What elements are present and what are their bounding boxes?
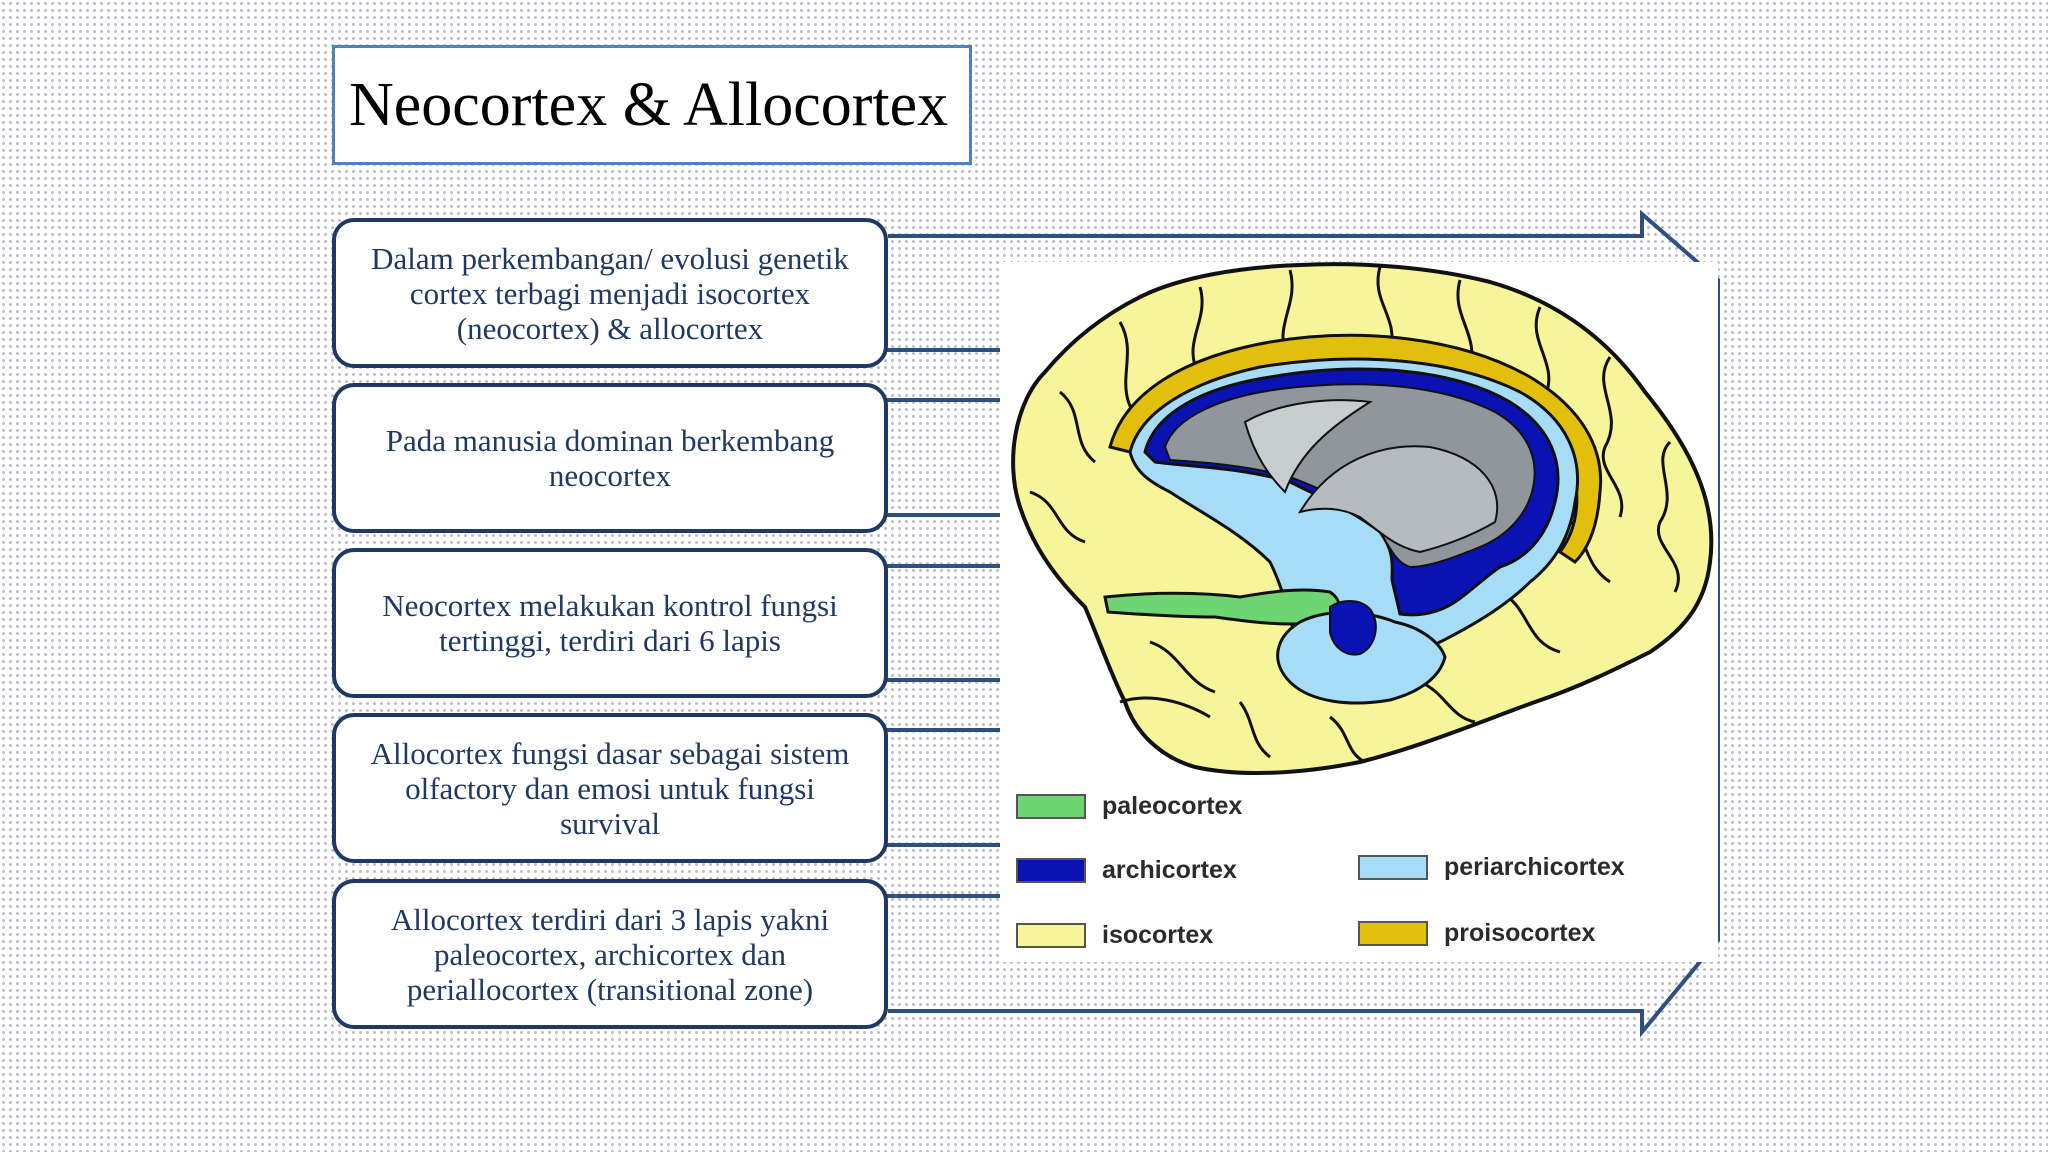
legend-item-periarchicortex: periarchicortex <box>1358 853 1625 882</box>
info-card-text: Allocortex terdiri dari 3 lapis yakni pa… <box>390 901 830 1007</box>
info-card-text: Pada manusia dominan berkembang neocorte… <box>385 423 835 493</box>
connector-lines <box>886 348 1000 898</box>
legend-swatch <box>1016 858 1086 883</box>
brain-illustration <box>1011 262 1714 775</box>
info-card-text: Neocortex melakukan kontrol fungsi terti… <box>382 588 838 658</box>
info-card-1: Dalam perkembangan/ evolusi genetik cort… <box>332 218 888 368</box>
info-card-text: Dalam perkembangan/ evolusi genetik cort… <box>371 240 849 346</box>
brain-diagram: paleocortex archicortex isocortex periar… <box>1000 262 1718 962</box>
info-card-2: Pada manusia dominan berkembang neocorte… <box>332 383 888 533</box>
legend-label: archicortex <box>1102 856 1237 884</box>
info-card-5: Allocortex terdiri dari 3 lapis yakni pa… <box>332 879 888 1029</box>
legend-swatch <box>1016 794 1086 819</box>
legend-swatch <box>1016 923 1086 948</box>
legend-label: periarchicortex <box>1444 853 1625 881</box>
info-card-4: Allocortex fungsi dasar sebagai sistem o… <box>332 713 888 863</box>
legend-swatch <box>1358 855 1428 880</box>
slide-title: Neocortex & Allocortex <box>349 70 949 139</box>
temporal-periarchicortex <box>1276 611 1447 705</box>
legend-label: paleocortex <box>1102 792 1243 820</box>
ventricle-light-region-2 <box>1297 445 1499 554</box>
legend-label: isocortex <box>1102 921 1214 949</box>
title-box: Neocortex & Allocortex <box>332 45 972 165</box>
info-card-3: Neocortex melakukan kontrol fungsi terti… <box>332 548 888 698</box>
legend-swatch <box>1358 921 1428 946</box>
legend-item-proisocortex: proisocortex <box>1358 919 1595 948</box>
legend-item-isocortex: isocortex <box>1016 921 1213 950</box>
info-card-text: Allocortex fungsi dasar sebagai sistem o… <box>370 735 850 841</box>
ventricle-light-region <box>1243 399 1373 494</box>
temporal-archicortex <box>1329 600 1377 656</box>
legend-item-archicortex: archicortex <box>1016 856 1237 885</box>
legend-item-paleocortex: paleocortex <box>1016 792 1242 821</box>
legend-label: proisocortex <box>1444 919 1596 947</box>
